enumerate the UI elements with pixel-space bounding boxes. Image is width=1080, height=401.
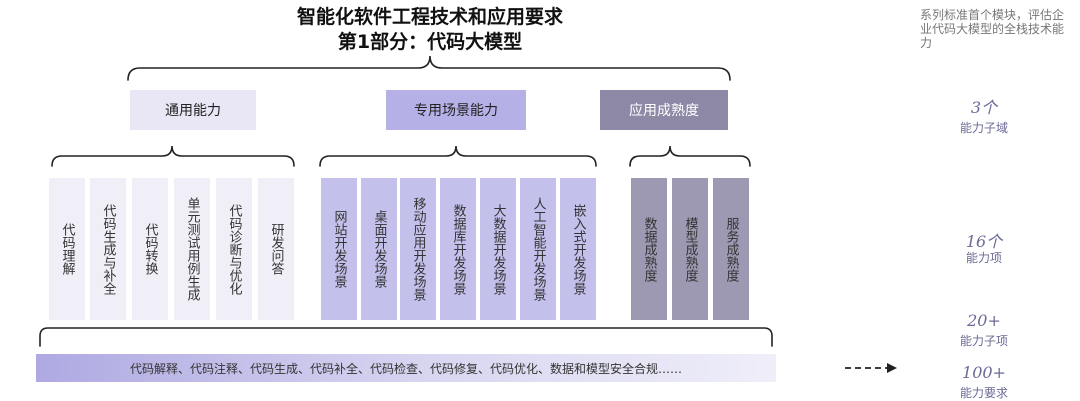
group-label-maturity: 应用成熟度 xyxy=(600,90,728,130)
group-label-bg xyxy=(130,90,256,130)
capability-subitems-bar: 代码解释、代码注释、代码生成、代码补全、代码检查、代码修复、代码优化、数据和模型… xyxy=(36,354,776,382)
dashed-arrow-icon xyxy=(845,363,897,373)
capability-item-code-generation: 代码生成与补全 xyxy=(90,178,126,320)
stat-subitem-count: 20+ xyxy=(967,311,1001,330)
capability-item-code-diagnosis: 代码诊断与优化 xyxy=(216,178,252,320)
scenario-item-embedded: 嵌入式开发场景 xyxy=(560,178,596,320)
maturity-brace xyxy=(629,145,751,167)
general-brace xyxy=(51,145,295,167)
diagram-title-line1: 智能化软件工程技术和应用要求 xyxy=(296,6,563,28)
capability-item-rd-qa: 研发问答 xyxy=(258,178,294,320)
group-label-general: 通用能力 xyxy=(130,90,256,130)
stat-item-count: 16个 xyxy=(965,232,1003,251)
group-label-specialized: 专用场景能力 xyxy=(386,90,526,130)
maturity-item-model: 模型成熟度 xyxy=(672,178,708,320)
maturity-item-data: 数据成熟度 xyxy=(631,178,667,320)
scenario-item-ai: 人工智能开发场景 xyxy=(520,178,556,320)
stat-subitem-label: 能力子项 xyxy=(959,334,1008,348)
specialized-brace xyxy=(319,145,597,167)
bottom-brace xyxy=(39,327,773,347)
maturity-item-service: 服务成熟度 xyxy=(713,178,749,320)
scenario-item-web: 网站开发场景 xyxy=(321,178,357,320)
diagram-title-line2: 第1部分：代码大模型 xyxy=(337,31,523,53)
side-note: 系列标准首个模块，评估企业代码大模型的全栈技术能力 xyxy=(920,8,1065,50)
capability-item-code-conversion: 代码转换 xyxy=(132,178,168,320)
capability-item-unit-test: 单元测试用例生成 xyxy=(174,178,210,320)
stat-subdomain-count: 3个 xyxy=(970,98,998,117)
stat-requirement-label: 能力要求 xyxy=(959,386,1008,400)
stat-item-label: 能力项 xyxy=(965,251,1002,265)
scenario-item-desktop: 桌面开发场景 xyxy=(361,178,397,320)
stat-subdomain-label: 能力子域 xyxy=(959,121,1008,135)
group-label-bg xyxy=(600,90,728,130)
stat-requirement-count: 100+ xyxy=(962,363,1006,382)
top-brace xyxy=(127,55,731,81)
capability-item-code-understanding: 代码理解 xyxy=(49,178,85,320)
group-label-bg xyxy=(386,90,526,130)
scenario-item-bigdata: 大数据开发场景 xyxy=(480,178,516,320)
scenario-item-mobile: 移动应用开发场景 xyxy=(400,178,436,320)
scenario-item-database: 数据库开发场景 xyxy=(440,178,476,320)
